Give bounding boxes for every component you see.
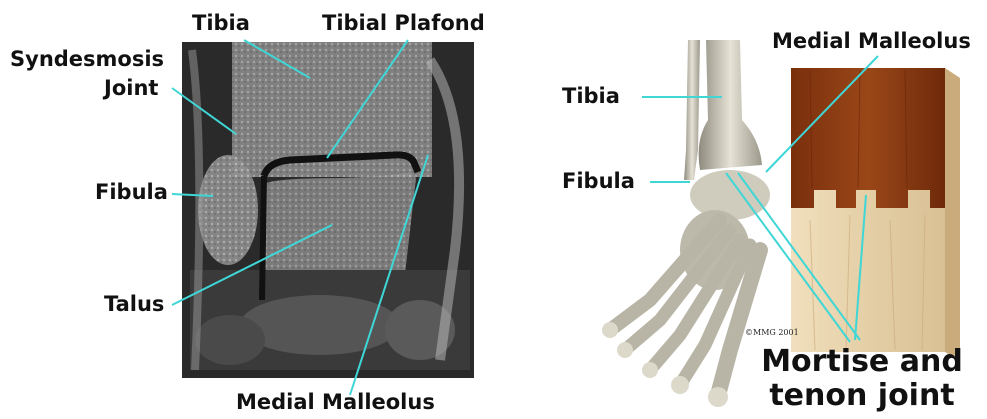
mri-image (182, 42, 474, 378)
illus-label-tenon-joint: tenon joint (752, 380, 972, 412)
mri-label-syndesmosis: Syndesmosis (10, 47, 164, 71)
foot-skeleton (602, 40, 770, 407)
illus-label-mortise: Mortise and (752, 346, 972, 378)
mri-label-tibial-plafond: Tibial Plafond (322, 11, 485, 35)
mri-label-medial-malleolus: Medial Malleolus (236, 390, 435, 414)
wood-joint-block (791, 68, 960, 360)
mri-label-joint: Joint (104, 76, 158, 100)
mri-label-talus: Talus (104, 292, 164, 316)
mri-label-tibia: Tibia (192, 11, 250, 35)
illus-label-fibula: Fibula (562, 169, 635, 193)
copyright-text: ©MMG 2001 (745, 328, 799, 337)
illus-label-medial-malleolus: Medial Malleolus (772, 29, 971, 53)
illus-label-tibia: Tibia (562, 84, 620, 108)
mri-label-fibula: Fibula (95, 180, 168, 204)
